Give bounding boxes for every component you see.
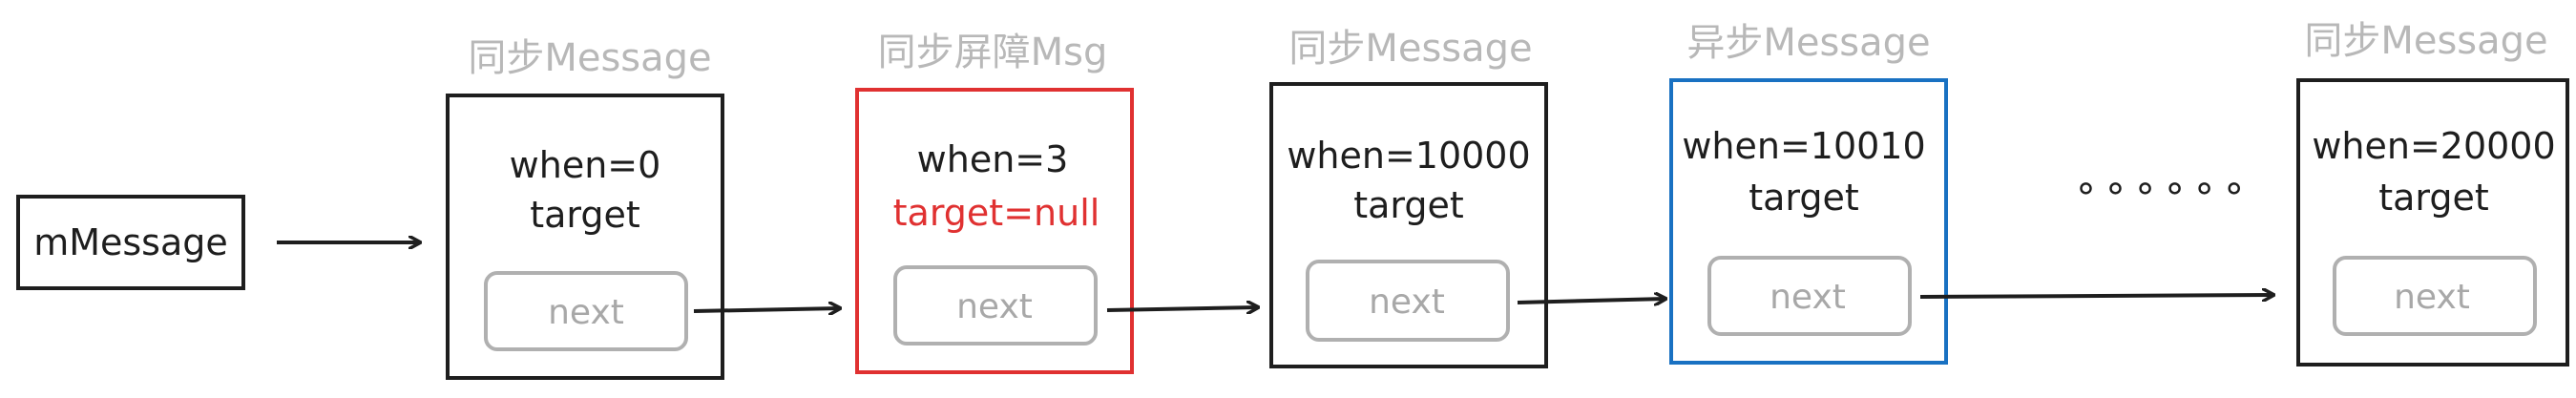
node-3-target: target: [1353, 184, 1464, 226]
node-2-box: [855, 88, 1134, 374]
arrow-node-2-to-node-3: [1106, 307, 1258, 310]
node-1-next-field: [484, 271, 688, 351]
node-1-box: [446, 94, 724, 380]
node-5-next-field: [2333, 256, 2537, 336]
node-1-next-label: next: [548, 293, 624, 332]
node-1: 同步Message when=0 target next: [446, 36, 724, 380]
node-5-next-label: next: [2394, 278, 2470, 317]
node-3-box: [1269, 82, 1548, 368]
node-4-next-label: next: [1770, 278, 1846, 317]
head-label: mMessage: [33, 221, 228, 263]
node-3-next-field: [1306, 260, 1510, 342]
node-4-next-field: [1707, 256, 1912, 336]
node-4-when: when=10010: [1682, 125, 1925, 167]
arrow-node-4-to-node-5: [1919, 295, 2273, 297]
node-5-box: [2296, 78, 2569, 367]
node-2-target: target=null: [893, 192, 1100, 234]
node-5-target: target: [2378, 177, 2489, 219]
node-2-next-label: next: [956, 287, 1033, 326]
head-box: [16, 195, 245, 290]
node-2: 同步屏障Msg when=3 target=null next: [855, 31, 1134, 374]
node-4-target: target: [1749, 177, 1859, 219]
node-2-when: when=3: [917, 138, 1069, 180]
node-1-caption: 同步Message: [468, 36, 711, 80]
arrow-node-3-to-node-4: [1517, 299, 1665, 303]
node-5: 同步Message when=20000 target next: [2296, 19, 2569, 367]
node-1-target: target: [530, 194, 640, 236]
node-2-next-field: [893, 265, 1098, 346]
node-3: 同步Message when=10000 target next: [1269, 27, 1548, 368]
node-4-box: [1669, 78, 1948, 365]
node-3-next-label: next: [1369, 283, 1445, 322]
node-4: 异步Message when=10010 target next: [1669, 21, 1948, 365]
node-4-caption: 异步Message: [1686, 21, 1930, 65]
arrow-node-1-to-node-2: [693, 308, 840, 311]
node-5-when: when=20000: [2312, 125, 2555, 167]
node-1-when: when=0: [510, 144, 661, 186]
node-3-when: when=10000: [1287, 135, 1530, 177]
head-pointer: mMessage: [16, 195, 245, 290]
ellipsis-dots: ∘∘∘∘∘∘: [2074, 166, 2251, 210]
node-3-caption: 同步Message: [1288, 27, 1532, 71]
node-5-caption: 同步Message: [2304, 19, 2547, 63]
node-2-caption: 同步屏障Msg: [878, 31, 1108, 74]
